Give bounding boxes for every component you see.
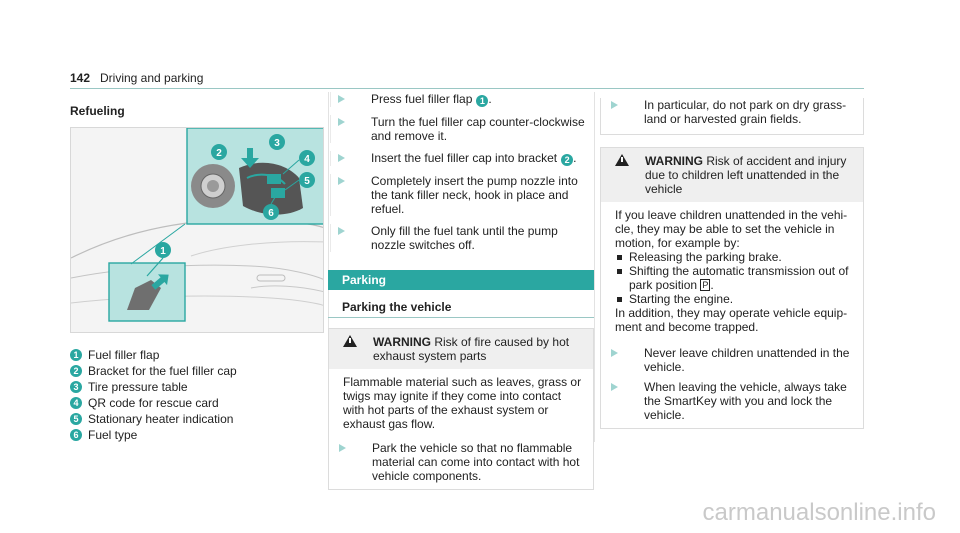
warning-step: Never leave children unattended in the v… (601, 346, 863, 374)
step-arrow-icon (338, 118, 345, 126)
legend-item: 4 QR code for rescue card (70, 395, 237, 411)
column-divider (594, 92, 595, 442)
step-text: Never leave children unattended in the v… (644, 346, 850, 374)
legend-text: Fuel type (88, 428, 138, 442)
step-text: Completely insert the pump nozzle into t… (371, 174, 578, 216)
car-side-drawing: 1 2 3 4 5 6 (71, 128, 323, 322)
legend-item: 2 Bracket for the fuel filler cap (70, 363, 237, 379)
number-badge: 2 (561, 154, 574, 166)
step-text: When leaving the vehicle, always take th… (644, 380, 847, 422)
refuel-step: Only fill the fuel tank until the pump n… (328, 224, 594, 252)
column-divider (328, 92, 329, 442)
subheading-parking-vehicle: Parking the vehicle (328, 298, 594, 318)
step-arrow-icon (338, 95, 345, 103)
legend-text: Stationary heater indication (88, 412, 234, 426)
warning-body: If you leave children unattended in the … (601, 202, 863, 338)
refuel-step: Completely insert the pump nozzle into t… (328, 174, 594, 216)
svg-text:4: 4 (304, 154, 310, 165)
legend-text: Bracket for the fuel filler cap (88, 364, 237, 378)
bullet-text: Starting the engine. (629, 292, 734, 306)
step-suffix: . (573, 151, 577, 165)
park-position-icon: P (700, 279, 711, 291)
step-arrow-icon (338, 154, 345, 162)
warning-intro: If you leave children unattended in the … (615, 208, 848, 250)
watermark: carmanualsonline.info (702, 499, 936, 526)
warning-step: Park the vehicle so that no flammable ma… (329, 441, 593, 483)
step-arrow-icon (611, 101, 618, 109)
warning-text: In addition, they may operate vehicle eq… (615, 306, 848, 334)
bullet-text: Shifting the automatic transmission out … (629, 264, 849, 292)
number-badge: 6 (70, 429, 82, 441)
legend-item: 5 Stationary heater indication (70, 411, 237, 427)
svg-text:1: 1 (160, 246, 166, 257)
warning-body: Flammable material such as leaves, grass… (343, 375, 582, 431)
right-column: In particular, do not park on dry grass-… (600, 92, 864, 429)
svg-text:6: 6 (268, 208, 274, 219)
step-text: Turn the fuel filler cap counter-clockwi… (371, 115, 585, 143)
number-badge: 3 (70, 381, 82, 393)
step-arrow-icon (338, 227, 345, 235)
warning-title: Risk of fire caused by hot exhaust syste… (373, 335, 570, 363)
step-text: Press fuel filler flap (371, 92, 473, 106)
step-arrow-icon (339, 444, 346, 452)
step-text: In particular, do not park on dry grass-… (644, 98, 847, 126)
warning-label: WARNING (645, 154, 703, 168)
refuel-step: Turn the fuel filler cap counter-clockwi… (328, 115, 594, 143)
number-badge: 1 (476, 95, 489, 107)
bullet-text: Releasing the parking brake. (629, 250, 782, 264)
step-arrow-icon (611, 383, 618, 391)
legend-text: Fuel filler flap (88, 348, 160, 362)
number-badge: 4 (70, 397, 82, 409)
warning-step: When leaving the vehicle, always take th… (601, 380, 863, 422)
svg-text:5: 5 (304, 176, 310, 187)
warning-title: Risk of accident and injury due to child… (645, 154, 847, 196)
step-text: Only fill the fuel tank until the pump n… (371, 224, 558, 252)
svg-text:2: 2 (216, 148, 222, 159)
step-suffix: . (488, 92, 492, 106)
warning-box-fire: WARNING Risk of fire caused by hot exhau… (328, 328, 594, 490)
step-arrow-icon (611, 349, 618, 357)
warning-continuation: In particular, do not park on dry grass-… (600, 98, 864, 135)
legend-text: Tire pressure table (88, 380, 188, 394)
page-title: Driving and parking (100, 71, 204, 85)
number-badge: 2 (70, 365, 82, 377)
bullet-item: Starting the engine. (615, 292, 855, 306)
warning-label: WARNING (373, 335, 431, 349)
number-badge: 1 (70, 349, 82, 361)
warning-header: WARNING Risk of accident and injury due … (601, 148, 863, 202)
step-text: Insert the fuel filler cap into bracket (371, 151, 558, 165)
page-number: 142 (70, 71, 91, 85)
legend-item: 1 Fuel filler flap (70, 347, 237, 363)
figure-legend: 1 Fuel filler flap 2 Bracket for the fuel … (70, 347, 237, 443)
number-badge: 5 (70, 413, 82, 425)
step-arrow-icon (338, 177, 345, 185)
legend-text: QR code for rescue card (88, 396, 219, 410)
fuel-filler-illustration: 1 2 3 4 5 6 (70, 127, 324, 333)
section-header-parking: Parking (328, 270, 594, 290)
warning-box-children: WARNING Risk of accident and injury due … (600, 147, 864, 429)
legend-item: 3 Tire pressure table (70, 379, 237, 395)
warning-header: WARNING Risk of fire caused by hot exhau… (329, 329, 593, 369)
step-text: Park the vehicle so that no flammable ma… (372, 441, 580, 483)
header-divider (70, 88, 864, 89)
bullet-item: Shifting the automatic transmission out … (615, 264, 855, 292)
refueling-heading: Refueling (70, 104, 125, 118)
legend-item: 6 Fuel type (70, 427, 237, 443)
bullet-item: Releasing the parking brake. (615, 250, 855, 264)
svg-text:3: 3 (274, 138, 280, 149)
warning-step: In particular, do not park on dry grass-… (601, 98, 863, 126)
